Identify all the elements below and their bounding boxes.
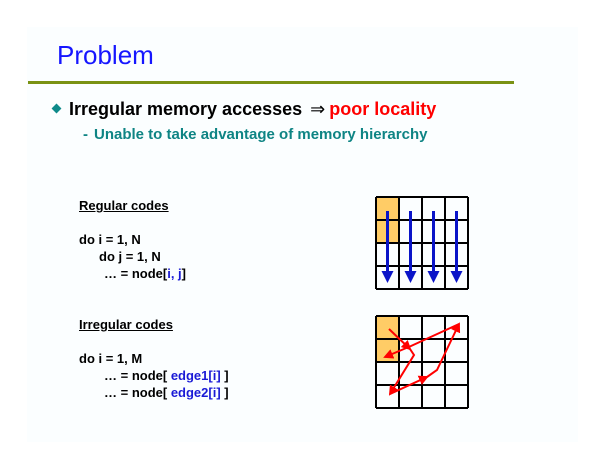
irregular-access-arrow [426,322,461,378]
sub-bullet: -Unable to take advantage of memory hier… [83,125,427,145]
code-line: do i = 1, N [79,231,186,248]
code-line: … = node[i, j] [79,265,186,282]
irregular-access-arrow [388,348,416,396]
regular-access-arrows [381,211,463,283]
code-line: do i = 1, M [79,350,229,367]
irregular-access-arrow [389,375,429,395]
diamond-bullet-icon [51,103,62,114]
code-line: do j = 1, N [79,248,186,265]
highlighted-cell [376,339,399,362]
irregular-access-arrows [383,322,461,396]
highlighted-cell [376,197,399,220]
code-text: do i = 1, N [79,232,141,247]
bullet-text: Irregular memory accesses [69,99,303,119]
regular-code-block: Regular codes do i = 1, N do j = 1, N … … [79,197,186,282]
code-text: ] [220,385,229,400]
code-text: ] [220,368,229,383]
sub-bullet-text: Unable to take advantage of memory hiera… [94,126,428,143]
access-diagrams [375,196,469,409]
code-highlight: edge2[i] [170,385,221,400]
irregular-code-heading: Irregular codes [79,317,173,332]
code-text: do j = 1, N [99,249,161,264]
code-text: do i = 1, M [79,351,143,366]
regular-access-grid [375,196,469,290]
implies-arrow-icon: ⇒ [310,99,326,119]
dash-bullet-icon: - [83,126,88,143]
code-line: … = node[ edge1[i] ] [79,367,229,384]
code-highlight: edge1[i] [170,368,221,383]
irregular-code-block: Irregular codes do i = 1, M … = node[ ed… [79,316,229,401]
code-text: … = node[ [104,266,168,281]
code-line: … = node[ edge2[i] ] [79,384,229,401]
code-text: ] [181,266,186,281]
code-text: … = node[ [104,368,171,383]
irregular-access-arrow [388,328,412,351]
code-text: … = node[ [104,385,171,400]
slide-title: Problem [57,40,154,70]
slide-background [27,27,578,442]
code-highlight: i, j [167,266,182,281]
irregular-access-arrow [383,323,460,359]
main-bullet: Irregular memory accesses ⇒poor locality [51,97,437,121]
bullet-consequence: poor locality [329,99,437,119]
title-divider [28,81,514,84]
regular-code-heading: Regular codes [79,198,169,213]
